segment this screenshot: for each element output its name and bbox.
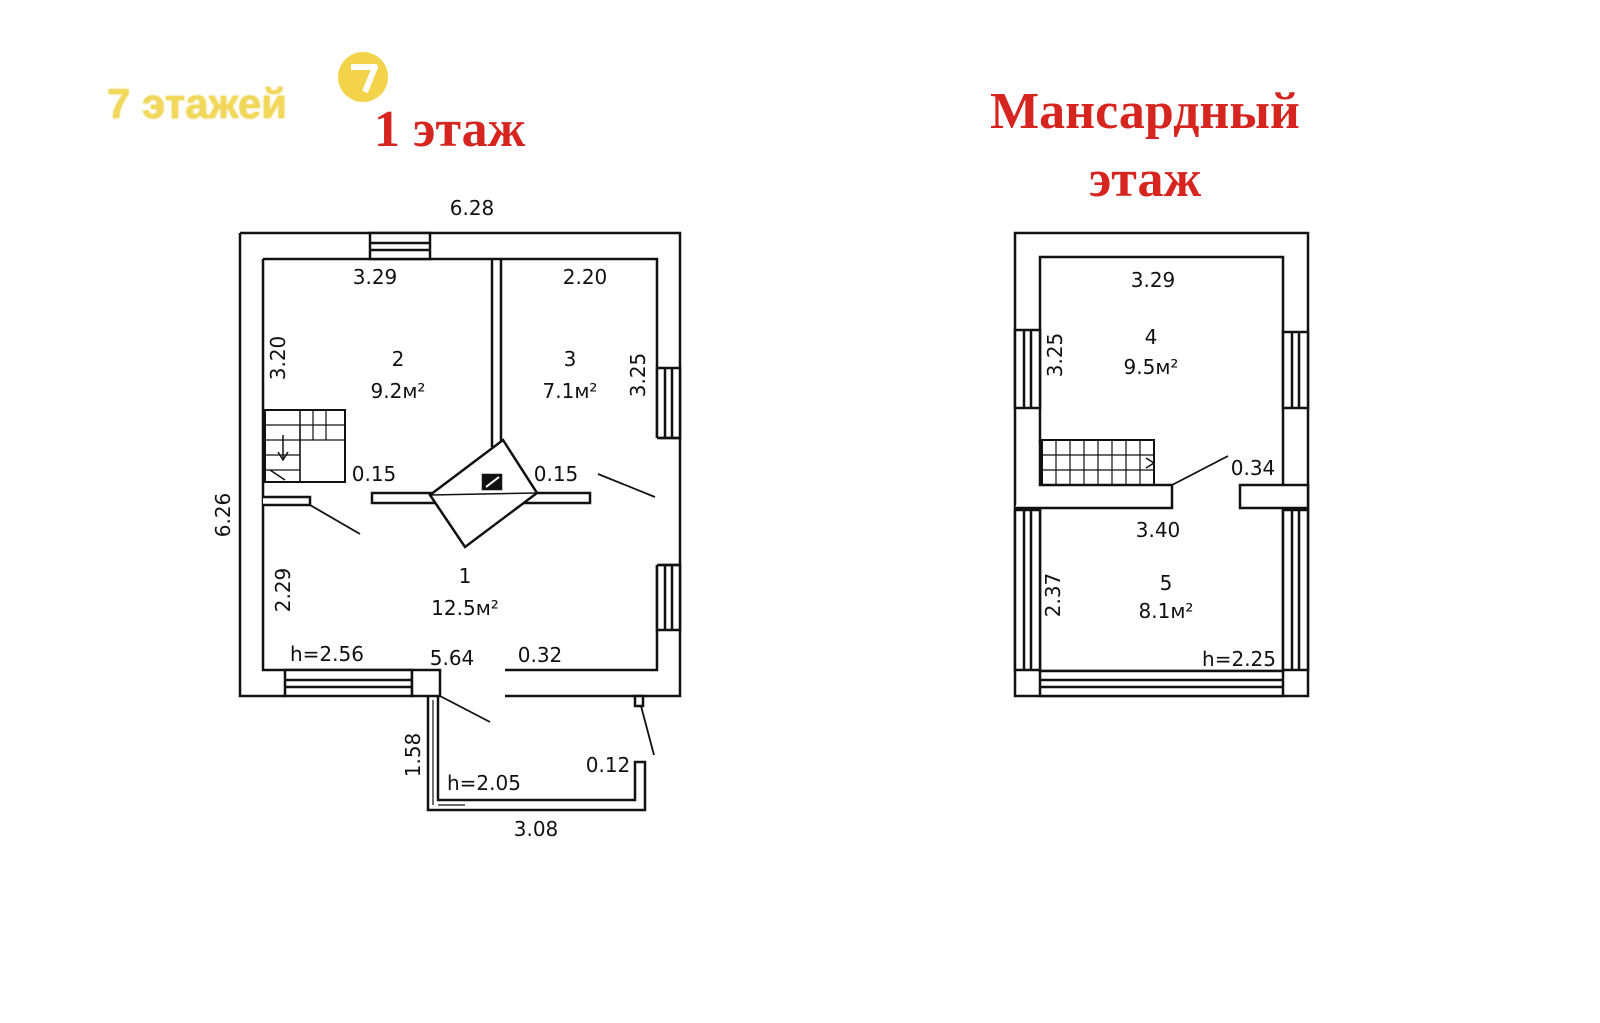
- room2-depth-label: 3.20: [266, 336, 290, 381]
- partition-left-label: 0.15: [352, 462, 397, 486]
- partition-right-label: 0.15: [534, 462, 579, 486]
- porch-wall-label: 0.12: [586, 753, 631, 777]
- attic-title-line2: этаж: [1088, 151, 1202, 208]
- room3-number: 3: [564, 347, 577, 371]
- room4-width-label: 3.29: [1131, 268, 1176, 292]
- seven-logo-icon: [338, 52, 388, 102]
- brand-watermark-text: 7 этажей: [107, 80, 287, 127]
- floor1-plan: [238, 231, 682, 812]
- attic-title: Мансардный этаж: [960, 78, 1330, 214]
- attic-partition-label: 0.34: [1231, 456, 1276, 480]
- room3-depth-label: 3.25: [626, 353, 650, 398]
- room1-height-label: h=2.56: [290, 642, 364, 666]
- room5-area: 8.1м²: [1139, 599, 1194, 623]
- floor1-title: 1 этаж: [374, 101, 526, 158]
- attic-plan: [1013, 231, 1310, 698]
- room1-area: 12.5м²: [431, 596, 499, 620]
- room5-number: 5: [1160, 571, 1173, 595]
- floor1-overall-depth-label: 6.26: [211, 493, 235, 538]
- room2-area: 9.2м²: [371, 379, 426, 403]
- porch-height-label: h=2.05: [447, 771, 521, 795]
- attic-title-line1: Мансардный: [990, 83, 1300, 140]
- room5-depth-label: 2.37: [1041, 573, 1065, 618]
- room1-number: 1: [459, 564, 472, 588]
- room1-width-label: 5.64: [430, 646, 475, 670]
- porch-width-label: 3.08: [514, 817, 559, 841]
- room3-area: 7.1м²: [543, 379, 598, 403]
- room5-width-label: 3.40: [1136, 518, 1181, 542]
- room4-area: 9.5м²: [1124, 355, 1179, 379]
- room2-width-label: 3.29: [353, 265, 398, 289]
- room4-number: 4: [1145, 325, 1158, 349]
- room4-depth-label: 3.25: [1043, 333, 1067, 378]
- floor1-overall-width-label: 6.28: [450, 196, 495, 220]
- room2-number: 2: [392, 347, 405, 371]
- room5-height-label: h=2.25: [1202, 647, 1276, 671]
- wall-thickness-label: 0.32: [518, 643, 563, 667]
- room1-depth-label: 2.29: [271, 568, 295, 613]
- porch-depth-label: 1.58: [401, 733, 425, 778]
- room3-width-label: 2.20: [563, 265, 608, 289]
